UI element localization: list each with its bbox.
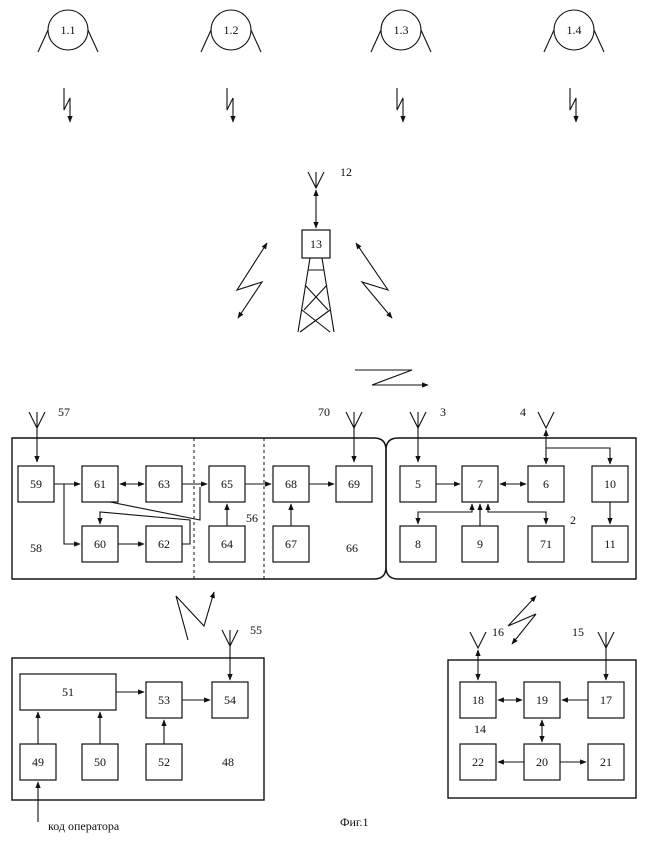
block-21-label: 21 [600, 755, 612, 769]
antenna-4-icon [538, 412, 554, 428]
satellite-label: 1.4 [567, 23, 582, 37]
satellite-label: 1.2 [224, 23, 239, 37]
radio-link-14 [508, 596, 536, 644]
downlink-arrow [570, 88, 576, 122]
label-58: 58 [30, 541, 42, 555]
block-18-label: 18 [472, 693, 484, 707]
label-14: 14 [474, 722, 486, 736]
downlink-arrow [397, 88, 403, 122]
radio-link-right [356, 243, 392, 318]
antenna-55-icon [222, 630, 238, 680]
block-54-label: 54 [224, 693, 236, 707]
operator-station: 55 51 53 54 49 50 52 48 код оператора [12, 592, 264, 833]
antenna-57-icon [29, 412, 45, 462]
block-64-label: 64 [221, 537, 233, 551]
label-2: 2 [570, 513, 576, 527]
label-15: 15 [572, 625, 584, 639]
tower-block-label: 13 [310, 237, 322, 251]
antenna-70-icon [346, 412, 362, 462]
label-3: 3 [440, 405, 446, 419]
label-4: 4 [520, 405, 526, 419]
label-57: 57 [58, 405, 70, 419]
tower: 12 13 [237, 165, 392, 332]
block-60-label: 60 [94, 537, 106, 551]
block-68-label: 68 [285, 477, 297, 491]
label-70: 70 [318, 405, 330, 419]
block-63-label: 63 [158, 477, 170, 491]
satellite-1-2: 1.2 [201, 10, 261, 122]
radio-link-48 [176, 592, 214, 640]
label-48: 48 [222, 755, 234, 769]
label-55: 55 [250, 623, 262, 637]
tower-antenna-icon [308, 172, 324, 188]
downlink-arrow [227, 88, 233, 122]
satellite-label: 1.3 [394, 23, 409, 37]
antenna-15-icon [598, 632, 614, 680]
block-49-label: 49 [32, 755, 44, 769]
operator-code-label: код оператора [48, 819, 120, 833]
block-5-label: 5 [415, 477, 421, 491]
block-59-label: 59 [30, 477, 42, 491]
station-right: 3 4 5 7 6 10 8 9 71 11 2 [386, 405, 636, 579]
antenna-16-icon [470, 632, 486, 648]
block-62-label: 62 [158, 537, 170, 551]
block-8-label: 8 [415, 537, 421, 551]
satellite-label: 1.1 [61, 23, 76, 37]
satellite-1-3: 1.3 [371, 10, 431, 122]
block-69-label: 69 [348, 477, 360, 491]
block-19-label: 19 [536, 693, 548, 707]
block-51-label: 51 [62, 685, 74, 699]
figure-caption: Фиг.1 [340, 815, 368, 829]
block-17-label: 17 [600, 693, 612, 707]
tower-antenna-label: 12 [340, 165, 352, 179]
block-20-label: 20 [536, 755, 548, 769]
block-52-label: 52 [158, 755, 170, 769]
radio-link-left [237, 243, 267, 318]
antenna-3-icon [410, 412, 426, 462]
block-10-label: 10 [604, 477, 616, 491]
label-66: 66 [346, 541, 358, 555]
downlink-arrow [64, 88, 70, 122]
block-9-label: 9 [477, 537, 483, 551]
radio-link-middle [355, 370, 428, 385]
tower-lattice-icon [298, 258, 334, 332]
block-11-label: 11 [604, 537, 616, 551]
block-6-label: 6 [543, 477, 549, 491]
satellite-1-4: 1.4 [544, 10, 604, 122]
block-50-label: 50 [94, 755, 106, 769]
block-7-label: 7 [477, 477, 483, 491]
label-16: 16 [492, 625, 504, 639]
station-left: 57 70 59 61 63 65 68 69 60 62 64 67 [12, 405, 386, 579]
block-61-label: 61 [94, 477, 106, 491]
block-71-label: 71 [540, 537, 552, 551]
block-22-label: 22 [472, 755, 484, 769]
label-56: 56 [246, 511, 258, 525]
block-65-label: 65 [221, 477, 233, 491]
block-67-label: 67 [285, 537, 297, 551]
block-53-label: 53 [158, 693, 170, 707]
satellite-1-1: 1.1 [38, 10, 98, 122]
subscriber-station: 16 15 18 19 17 22 20 21 14 [448, 596, 636, 798]
